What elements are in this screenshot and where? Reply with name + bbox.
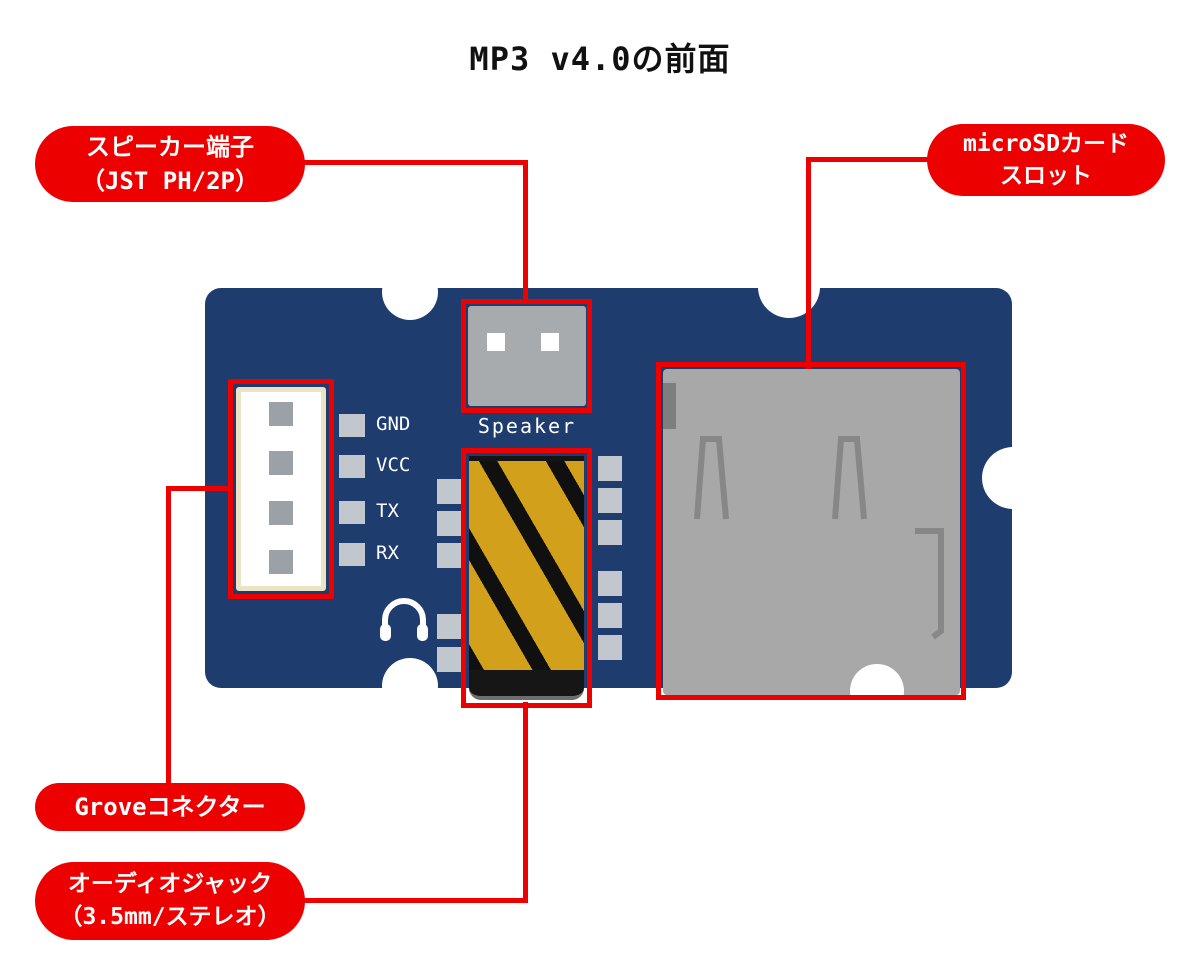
mounting-hole-bottom — [382, 658, 438, 714]
callout-text: スピーカー端子 — [86, 133, 254, 161]
pin-label-gnd: GND — [376, 413, 411, 435]
mounting-hole-top — [382, 264, 438, 320]
callout-text: スロット — [1000, 163, 1092, 189]
callout-text: オーディオジャック — [67, 871, 273, 897]
solder-pad — [598, 603, 622, 628]
solder-pad — [437, 647, 461, 672]
callout-speaker-terminal: スピーカー端子 （JST PH/2P） — [35, 126, 305, 202]
leader-line-grove — [166, 486, 232, 491]
solder-pad — [598, 456, 622, 481]
headphone-icon — [377, 594, 431, 644]
solder-pad — [437, 614, 461, 639]
audio-jack-cap — [469, 670, 584, 700]
speaker-connector-pin — [487, 333, 505, 351]
speaker-connector — [468, 306, 586, 406]
leader-line-microsd — [806, 157, 931, 162]
microsd-slot — [663, 369, 960, 695]
pin-label-tx: TX — [376, 500, 399, 522]
solder-pad — [339, 543, 365, 566]
callout-text: microSDカード — [963, 131, 1129, 157]
pin-label-vcc: VCC — [376, 454, 411, 476]
highlight-box-grove — [228, 379, 334, 599]
leader-line-microsd — [806, 157, 811, 369]
solder-pad — [598, 520, 622, 545]
highlight-box-audio-jack — [461, 448, 592, 708]
solder-pad — [339, 455, 365, 478]
board-notch-bottom-right — [850, 664, 904, 718]
solder-pad — [437, 543, 461, 568]
callout-grove-connector: Groveコネクター — [35, 783, 305, 831]
board-notch-right — [982, 447, 1044, 509]
grove-connector-pin — [269, 402, 293, 426]
callout-text: Groveコネクター — [74, 793, 266, 821]
callout-text: （JST PH/2P） — [80, 167, 260, 195]
grove-connector-pin — [269, 501, 293, 525]
leader-line-grove — [166, 486, 171, 788]
solder-pad — [437, 511, 461, 536]
speaker-silkscreen-label: Speaker — [477, 414, 577, 438]
highlight-box-speaker — [461, 299, 592, 413]
leader-line-speaker — [300, 160, 528, 165]
highlight-box-microsd — [656, 362, 966, 700]
solder-pad — [598, 635, 622, 660]
solder-pad — [339, 501, 365, 524]
solder-pad — [437, 479, 461, 504]
audio-jack-body — [469, 456, 584, 676]
leader-line-audio-jack — [523, 702, 528, 902]
speaker-connector-pin — [541, 333, 559, 351]
solder-pad — [598, 488, 622, 513]
solder-pad — [598, 571, 622, 596]
leader-line-speaker — [523, 160, 528, 303]
callout-text: （3.5mm/ステレオ） — [59, 904, 281, 930]
leader-line-audio-jack — [300, 898, 528, 903]
grove-connector-pin — [269, 451, 293, 475]
pin-label-rx: RX — [376, 542, 399, 564]
callout-audio-jack: オーディオジャック （3.5mm/ステレオ） — [35, 862, 305, 940]
solder-pad — [339, 414, 365, 437]
grove-connector-pin — [269, 550, 293, 574]
callout-microsd-slot: microSDカード スロット — [927, 124, 1165, 196]
page-title: MP3 v4.0の前面 — [469, 40, 731, 78]
